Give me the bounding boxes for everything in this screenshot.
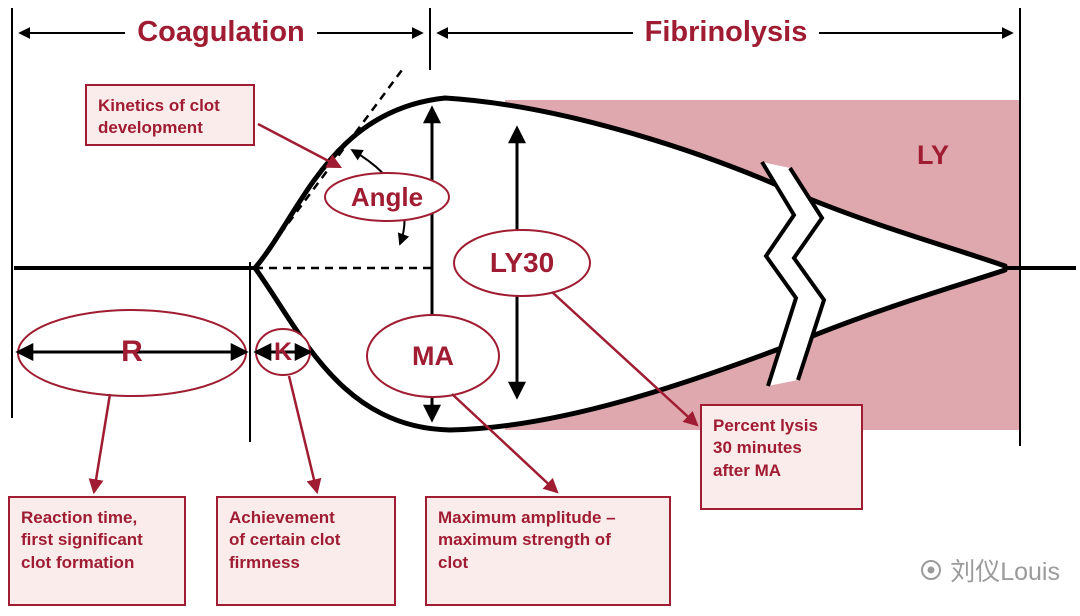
- fibrinolysis-header: Fibrinolysis: [432, 16, 1020, 49]
- ly30-oval: [453, 229, 591, 297]
- percent-lysis-annotation: Percent lysis 30 minutes after MA: [700, 404, 863, 510]
- ma-oval: [366, 314, 500, 398]
- amplitude-callout-arrow: [451, 393, 559, 494]
- coagulation-header: Coagulation: [12, 16, 430, 49]
- reaction-callout-arrow: [88, 393, 112, 495]
- trace-break-gap: [762, 162, 824, 386]
- coagulation-header-text: Coagulation: [125, 16, 317, 49]
- angle-label: Angle: [350, 182, 424, 212]
- reaction-time-annotation: Reaction time, first significant clot fo…: [8, 496, 186, 606]
- firmness-callout-arrow: [287, 375, 322, 495]
- watermark-text: 刘仪Louis: [950, 558, 1060, 586]
- clot-firmness-annotation: Achievement of certain clot firmness: [216, 496, 396, 606]
- trace-break-right-edge: [788, 166, 827, 381]
- watermark: 刘仪Louis: [919, 552, 1060, 588]
- r-label: R: [121, 335, 143, 368]
- lysis-callout-arrow: [551, 291, 699, 427]
- watermark-icon: [921, 560, 942, 580]
- k-label: K: [273, 338, 293, 366]
- max-amplitude-annotation: Maximum amplitude – maximum strength of …: [425, 496, 671, 606]
- kinetics-callout-arrow: [257, 122, 342, 169]
- ma-label: MA: [412, 341, 454, 371]
- kinetics-annotation: Kinetics of clot development: [85, 84, 255, 146]
- trace-break-left-edge: [760, 160, 799, 387]
- ly-label: LY: [916, 140, 950, 170]
- fibrinolysis-header-text: Fibrinolysis: [632, 16, 820, 49]
- ly30-label: LY30: [489, 247, 555, 278]
- angle-oval: [324, 172, 450, 222]
